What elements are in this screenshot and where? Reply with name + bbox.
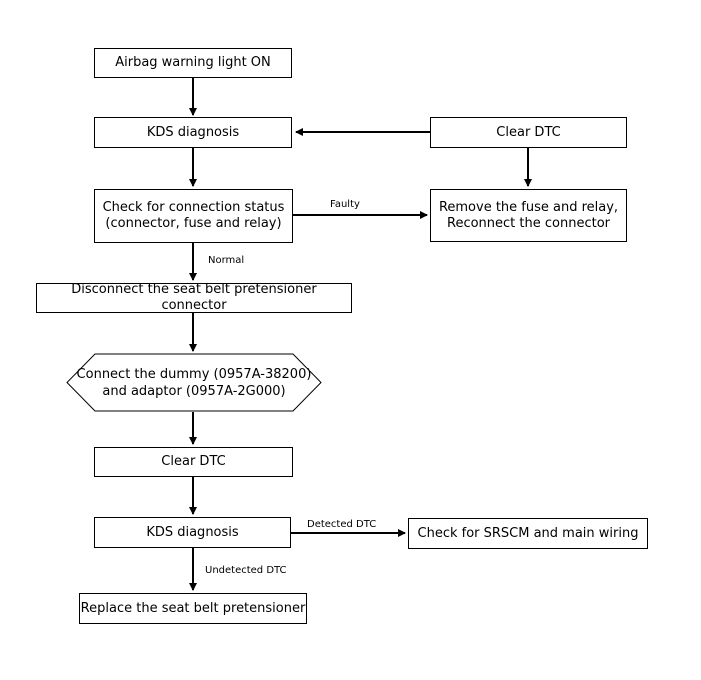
node-airbag-warning-label: Airbag warning light ON xyxy=(115,55,271,70)
node-check-srscm: Check for SRSCM and main wiring xyxy=(408,518,648,549)
edge-label-faulty: Faulty xyxy=(330,199,360,210)
node-remove-fuse-relay: Remove the fuse and relay, Reconnect the… xyxy=(430,189,627,242)
node-kds-diagnosis-label: KDS diagnosis xyxy=(146,124,240,140)
node-check-srscm-label: Check for SRSCM and main wiring xyxy=(417,525,639,541)
node-kds-diagnosis-2-label: KDS diagnosis xyxy=(146,524,239,540)
node-remove-fuse-relay-line2: Reconnect the connector xyxy=(447,215,610,231)
node-connect-dummy-line1: Connect the dummy (0957A-38200) xyxy=(76,366,312,382)
node-connect-dummy: Connect the dummy (0957A-38200) and adap… xyxy=(66,353,322,412)
node-kds-diagnosis: KDS diagnosis xyxy=(94,117,292,148)
node-replace-pretensioner-label: Replace the seat belt pretensioner xyxy=(80,600,306,616)
node-clear-dtc-mid: Clear DTC xyxy=(94,447,293,477)
node-check-connection-line2: (connector, fuse and relay) xyxy=(105,216,282,231)
node-disconnect-connector: Disconnect the seat belt pretensioner co… xyxy=(36,282,352,313)
node-check-connection: Check for connection status (connector, … xyxy=(94,189,293,243)
node-clear-dtc-top: Clear DTC xyxy=(430,117,627,148)
node-check-connection-line1: Check for connection status xyxy=(102,200,285,215)
edge-label-normal: Normal xyxy=(208,255,245,266)
node-kds-diagnosis-2: KDS diagnosis xyxy=(94,517,291,548)
node-clear-dtc-top-label: Clear DTC xyxy=(496,124,561,140)
edge-label-undetected-dtc: Undetected DTC xyxy=(205,565,287,576)
node-disconnect-connector-label: Disconnect the seat belt pretensioner co… xyxy=(71,282,317,313)
node-clear-dtc-mid-label: Clear DTC xyxy=(161,454,226,469)
node-remove-fuse-relay-line1: Remove the fuse and relay, xyxy=(438,199,619,215)
edge-label-detected-dtc: Detected DTC xyxy=(307,519,377,530)
node-replace-pretensioner: Replace the seat belt pretensioner xyxy=(79,593,307,624)
node-connect-dummy-shape xyxy=(66,353,322,412)
node-airbag-warning: Airbag warning light ON xyxy=(94,48,292,78)
node-connect-dummy-line2: and adaptor (0957A-2G000) xyxy=(102,383,286,399)
